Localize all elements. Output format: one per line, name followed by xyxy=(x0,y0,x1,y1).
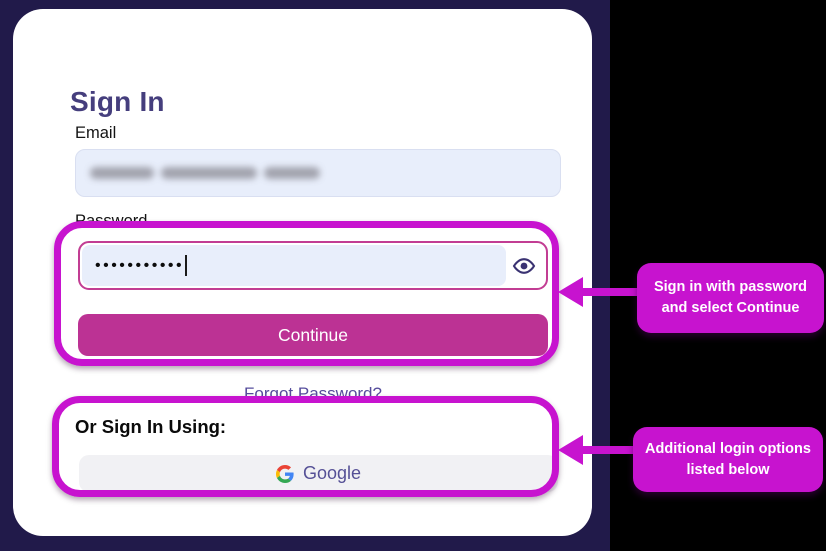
sso-callout: Additional login options listed below xyxy=(633,427,823,492)
callout-text-line: and select Continue xyxy=(661,300,800,316)
continue-button-label: Continue xyxy=(277,324,349,345)
signin-card: Sign In Email Password ••••••••••• xyxy=(13,9,592,536)
show-password-toggle[interactable] xyxy=(509,251,539,281)
google-g-icon xyxy=(275,464,294,483)
password-highlight-outline xyxy=(54,221,559,366)
email-input[interactable] xyxy=(75,149,561,197)
or-signin-heading: Or Sign In Using: xyxy=(75,416,227,437)
google-signin-button[interactable]: Google xyxy=(79,455,558,492)
callout-text-line: listed below xyxy=(686,461,770,478)
continue-button[interactable]: Continue xyxy=(78,314,548,356)
signin-heading: Sign In xyxy=(70,85,165,117)
sso-highlight-outline xyxy=(52,396,559,497)
eye-icon xyxy=(512,254,536,278)
password-field-container: ••••••••••• xyxy=(78,241,548,290)
callout-text-line: Additional login options xyxy=(645,440,811,457)
password-callout: Sign in with password and select Continu… xyxy=(637,263,824,333)
text-cursor xyxy=(185,255,188,276)
google-button-label: Google xyxy=(302,463,362,483)
app-background: Sign In Email Password ••••••••••• xyxy=(0,0,610,551)
password-masked-value: ••••••••••• xyxy=(95,256,185,274)
email-label: Email xyxy=(75,124,117,142)
callout-text-line: Sign in with password xyxy=(653,279,808,295)
email-value-redacted-blur xyxy=(90,167,320,179)
password-input[interactable]: ••••••••••• xyxy=(82,245,506,286)
